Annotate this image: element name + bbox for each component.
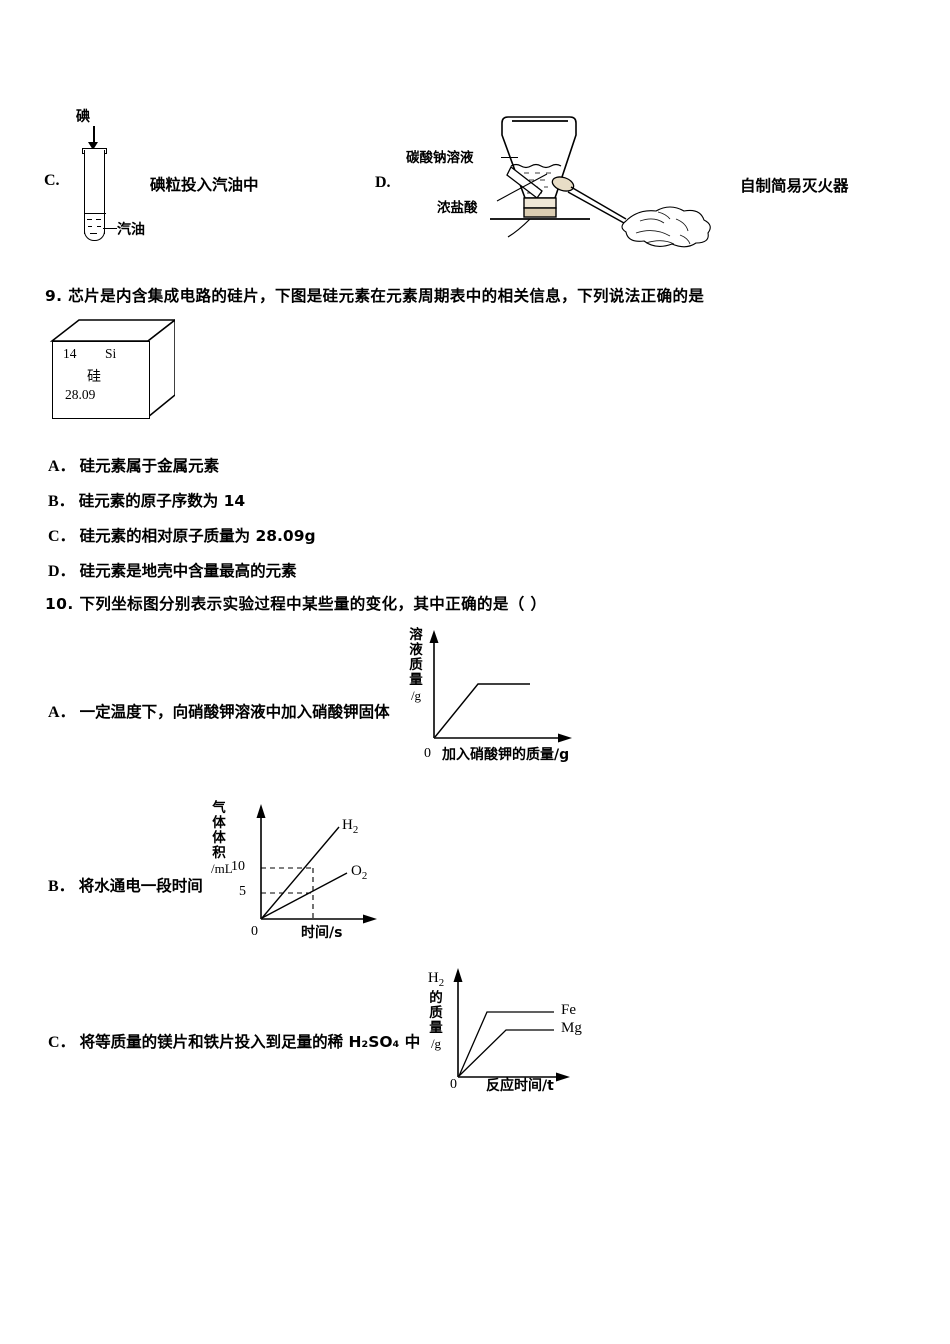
chart-b-ytick-5: 5 (239, 884, 246, 899)
question-10-stem: 10. 下列坐标图分别表示实验过程中某些量的变化，其中正确的是（ ） (45, 592, 546, 614)
chart-c: H2 的 质 量 /g Fe Mg 0 反应时间/t (418, 965, 618, 1115)
chart-b-series-o2: O2 (351, 863, 368, 882)
question-10-option-b[interactable]: B． 将水通电一段时间 (48, 872, 203, 896)
chart-c-origin-label: 0 (450, 1077, 457, 1092)
gasoline-label: 汽油 (117, 222, 145, 238)
option-d-text: 硅元素是地壳中含量最高的元素 (79, 562, 297, 580)
chart-c-ylabel: H2 的 质 量 /g (427, 970, 445, 1052)
option-c-text: 将等质量的镁片和铁片投入到足量的稀 H₂SO₄ 中 (79, 1033, 421, 1051)
question-9-option-c[interactable]: C． 硅元素的相对原子质量为 28.09g (48, 522, 316, 546)
option-c-letter: C. (44, 172, 60, 189)
question-9-stem-text: 芯片是内含集成电路的硅片，下图是硅元素在元素周期表中的相关信息，下列说法正确的是 (68, 287, 705, 305)
option-a-letter: A． (48, 458, 76, 475)
fire-extinguisher-diagram (490, 116, 711, 248)
liquid-speck (88, 226, 92, 227)
option-d-letter: D. (375, 174, 391, 191)
question-10-option-a[interactable]: A． 一定温度下，向硝酸钾溶液中加入硝酸钾固体 (48, 698, 390, 722)
chart-a-origin-label: 0 (424, 746, 431, 761)
liquid-speck (96, 219, 101, 220)
atomic-number: 14 (63, 346, 77, 361)
chart-a-plot (429, 630, 572, 743)
chart-c-xlabel: 反应时间/t (486, 1078, 554, 1094)
element-chinese-name: 硅 (87, 369, 101, 385)
chart-b-origin-label: 0 (251, 924, 258, 939)
test-tube-body (84, 150, 105, 234)
chart-b-xlabel: 时间/s (301, 925, 343, 941)
chart-a-ylabel: 溶 液 质 量 /g (409, 627, 423, 704)
chart-c-series-fe: Fe (561, 1002, 576, 1018)
question-10-stem-text: 下列坐标图分别表示实验过程中某些量的变化，其中正确的是（ ） (79, 595, 547, 613)
silicon-element-card: 14 Si 硅 28.09 (45, 318, 175, 428)
option-c-letter: C． (48, 528, 76, 545)
question-9-stem: 9. 芯片是内含集成电路的硅片，下图是硅元素在元素周期表中的相关信息，下列说法正… (45, 284, 704, 306)
question-10-option-c[interactable]: C． 将等质量的镁片和铁片投入到足量的稀 H₂SO₄ 中 (48, 1028, 420, 1052)
silicon-card-front-face: 14 Si 硅 28.09 (52, 341, 150, 419)
iodine-arrow-shaft (93, 126, 95, 144)
chart-a-xlabel: 加入硝酸钾的质量/g (442, 747, 570, 763)
chart-c-series-mg: Mg (561, 1020, 582, 1036)
sodium-carbonate-leader-line (501, 157, 518, 158)
question-10-number: 10. (45, 595, 74, 613)
liquid-speck (97, 226, 101, 227)
option-c-letter: C． (48, 1034, 76, 1051)
chart-b-ytick-10: 10 (231, 859, 245, 874)
chart-b-plot (256, 804, 377, 924)
chart-b-series-h2: H2 (342, 817, 359, 836)
option-d-caption: 自制简易灭火器 (740, 177, 849, 195)
option-c-text: 硅元素的相对原子质量为 28.09g (79, 527, 316, 545)
chart-c-plot (453, 968, 570, 1082)
question-9-option-b[interactable]: B． 硅元素的原子序数为 14 (48, 487, 245, 511)
option-b-letter: B． (48, 493, 75, 510)
chart-b-ylabel: 气 体 体 积 /mL (211, 800, 233, 877)
option-b-text: 将水通电一段时间 (78, 877, 203, 895)
option-b-text: 硅元素的原子序数为 14 (78, 492, 246, 510)
chart-b: 气 体 体 积 /mL 10 5 H2 O2 0 时间/s (205, 795, 405, 950)
sodium-carbonate-solution-label: 碳酸钠溶液 (406, 150, 474, 166)
chart-a: 溶 液 质 量 /g 0 加入硝酸钾的质量/g (400, 620, 630, 770)
question-9-option-a[interactable]: A． 硅元素属于金属元素 (48, 452, 219, 476)
gasoline-leader-line (103, 228, 117, 229)
option-c-caption: 碘粒投入汽油中 (150, 176, 259, 194)
relative-atomic-mass: 28.09 (65, 387, 96, 402)
iodine-label: 碘 (76, 109, 90, 125)
question-9-option-d[interactable]: D． 硅元素是地壳中含量最高的元素 (48, 557, 297, 581)
option-d-letter: D． (48, 563, 76, 580)
liquid-speck (87, 219, 92, 220)
element-symbol: Si (105, 346, 117, 361)
option-a-text: 一定温度下，向硝酸钾溶液中加入硝酸钾固体 (79, 703, 390, 721)
concentrated-hydrochloric-acid-label: 浓盐酸 (437, 200, 478, 216)
option-a-letter: A． (48, 704, 76, 721)
liquid-speck (90, 233, 97, 234)
question-9-number: 9. (45, 287, 63, 305)
test-tube-liquid-level (84, 213, 106, 214)
iodine-arrow-head (88, 142, 98, 150)
hcl-leader-line (496, 173, 548, 202)
option-b-letter: B． (48, 878, 75, 895)
option-a-text: 硅元素属于金属元素 (79, 457, 220, 475)
